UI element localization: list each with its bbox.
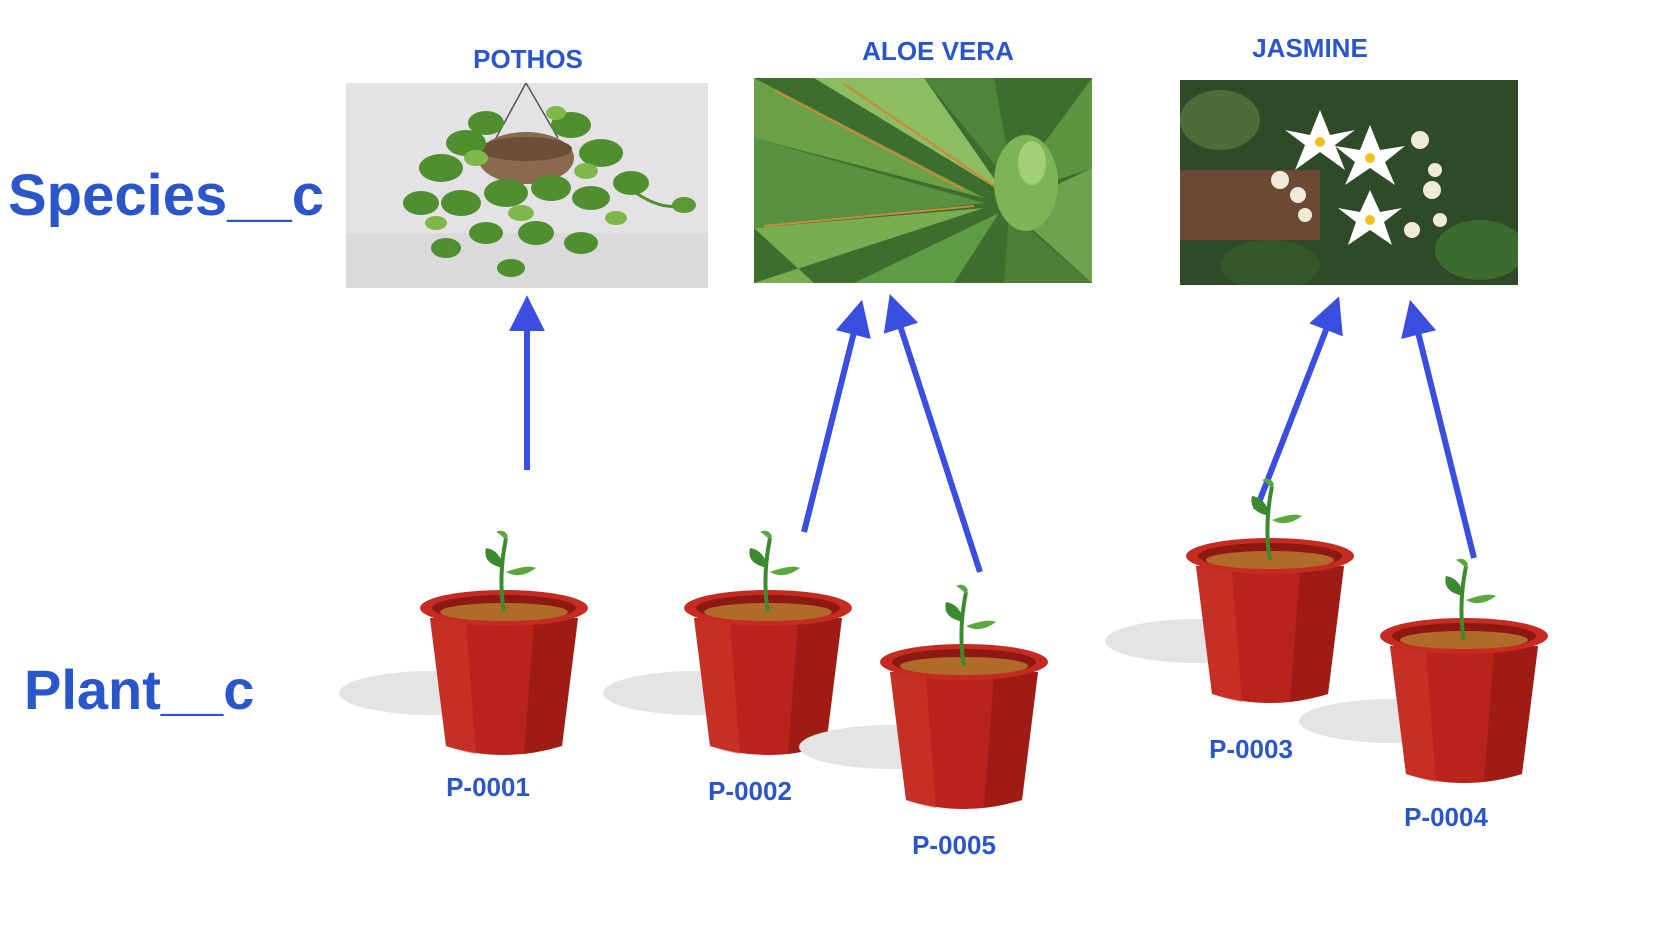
jasmine-photo	[1180, 80, 1518, 285]
arrow-p0002-to-aloe-vera	[801, 299, 871, 533]
plant-pot-p0003	[1105, 476, 1370, 711]
arrow-p0004-to-jasmine	[1401, 299, 1477, 559]
plant-id-p0004: P-0004	[1404, 802, 1488, 832]
row-label-species: Species__c	[8, 163, 325, 228]
species-title-aloe-vera: ALOE VERA	[862, 36, 1014, 66]
plant-id-p0002: P-0002	[708, 776, 792, 806]
arrow-p0003-to-jasmine	[1253, 296, 1343, 512]
plant-id-p0005: P-0005	[912, 830, 996, 860]
plant-pot-p0002	[603, 528, 868, 763]
species-title-jasmine: JASMINE	[1252, 33, 1368, 63]
plant-pot-p0004	[1299, 556, 1564, 791]
row-label-plant: Plant__c	[24, 658, 255, 721]
plant-pot-p0005	[799, 582, 1064, 817]
pothos-photo	[346, 83, 708, 288]
plant-id-p0003: P-0003	[1209, 734, 1293, 764]
arrow-p0005-to-aloe-vera	[883, 294, 983, 573]
species-title-pothos: POTHOS	[473, 44, 583, 74]
plant-id-p0001: P-0001	[446, 772, 530, 802]
aloe-vera-photo	[754, 78, 1092, 283]
plant-pot-p0001	[339, 528, 604, 763]
